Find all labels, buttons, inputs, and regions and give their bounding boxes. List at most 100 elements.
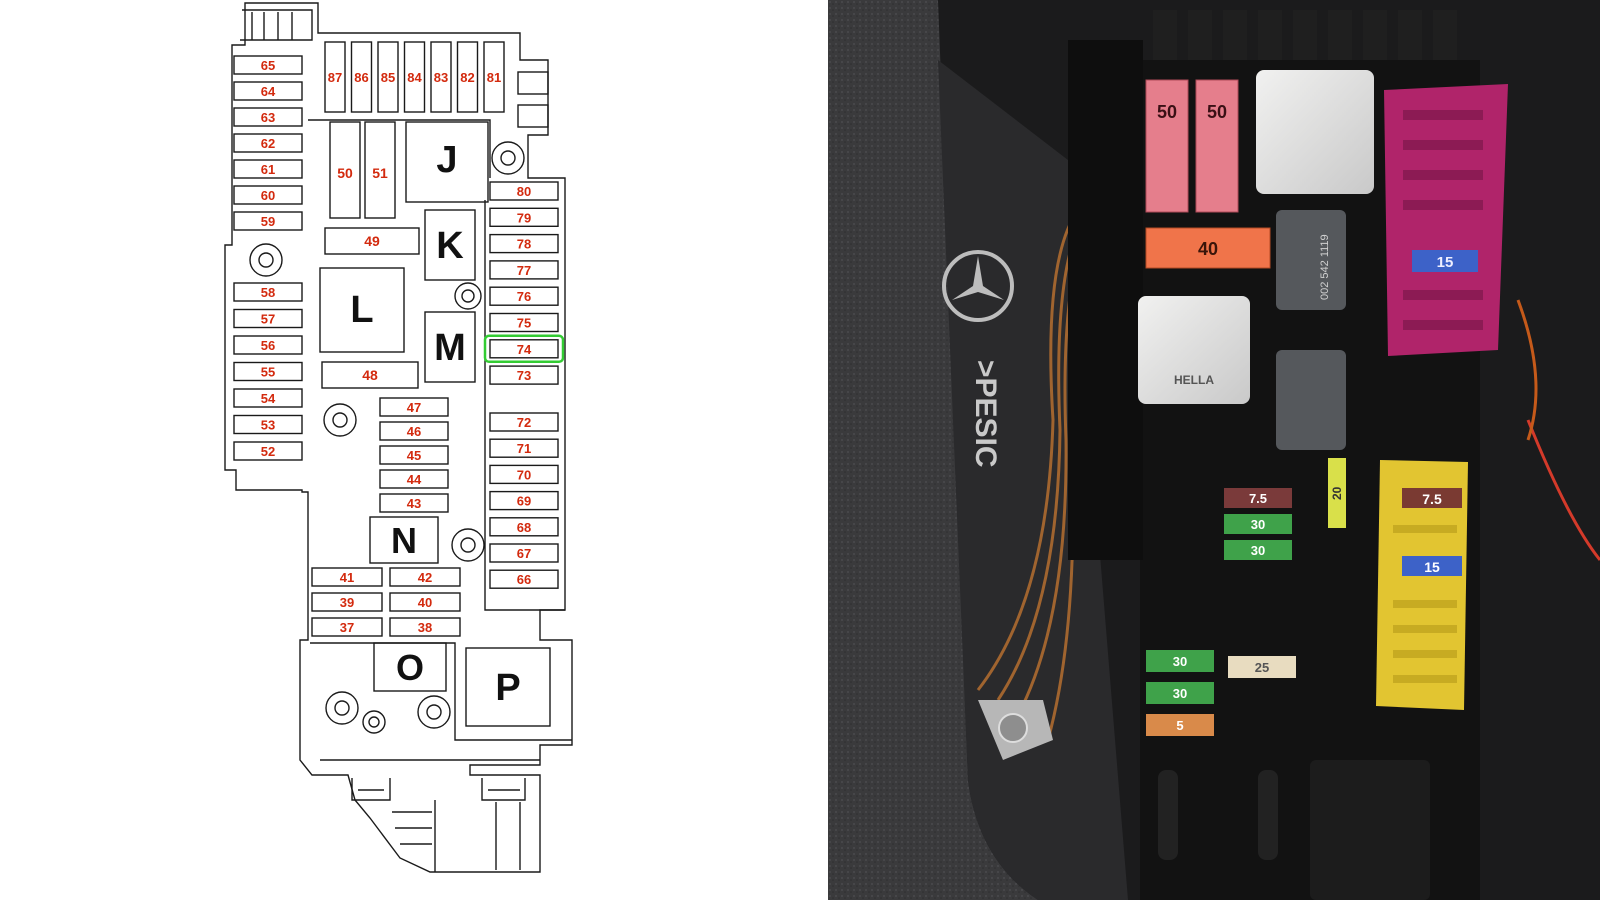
fuse-box-63[interactable] [233, 107, 303, 127]
fuse-box-66[interactable] [489, 569, 559, 589]
fuse-label-70: 70 [517, 467, 531, 482]
lower-fuse-tan[interactable] [1228, 656, 1296, 678]
fuse-label-74: 74 [517, 342, 532, 357]
fuse-box-86[interactable] [350, 41, 373, 113]
purple-block-fuse-label: 15 [1437, 254, 1454, 271]
purple-block-fuse[interactable] [1412, 250, 1478, 272]
fuse-box-74[interactable] [489, 339, 559, 359]
fuse-box-48[interactable] [321, 361, 419, 389]
fuse-box-73[interactable] [489, 365, 559, 385]
maxi-fuse-right[interactable] [1195, 79, 1239, 213]
fuse-box-49[interactable] [324, 227, 420, 255]
fuse-label-72: 72 [517, 415, 531, 430]
housing-tab-2 [517, 104, 549, 128]
relay-label-m: M [434, 327, 466, 369]
orange-maxi-fuse[interactable] [1145, 227, 1271, 269]
row-fuse-green-a[interactable] [1224, 514, 1292, 534]
fuse-box-64[interactable] [233, 81, 303, 101]
relay-grey-top[interactable] [1276, 210, 1346, 310]
fuse-box-39[interactable] [311, 592, 383, 612]
carpet-text: >PESIC [969, 360, 1002, 468]
yellow-block-fuse-mid[interactable] [1402, 556, 1462, 576]
small-yellow-fuse-label: 20 [1330, 486, 1344, 500]
lower-fuse-green-a[interactable] [1146, 650, 1214, 672]
yellow-fuse-block[interactable] [1376, 460, 1468, 710]
lower-fuse-group: 30 30 5 25 [1146, 650, 1296, 736]
fuse-box-37[interactable] [311, 617, 383, 637]
relay-label-o: O [396, 647, 424, 688]
fuse-label-37: 37 [340, 620, 354, 635]
relay-j[interactable] [405, 121, 489, 203]
fuse-box-55[interactable] [233, 361, 303, 382]
fuse-box-72[interactable] [489, 412, 559, 432]
maxi-fuse-left[interactable] [1145, 79, 1189, 213]
fuse-box-85[interactable] [377, 41, 399, 113]
relay-white-top[interactable] [1256, 70, 1374, 194]
fuse-box-41[interactable] [311, 567, 383, 587]
fuse-box-69[interactable] [489, 490, 559, 511]
fuse-box-71[interactable] [489, 438, 559, 458]
fuse-box-52[interactable] [233, 441, 303, 461]
fuse-box-46[interactable] [379, 421, 449, 441]
fuse-box-38[interactable] [389, 617, 461, 637]
fuse-box-87[interactable] [324, 41, 346, 113]
fuse-box-67[interactable] [489, 543, 559, 563]
fuse-box-75[interactable] [489, 312, 559, 333]
small-yellow-fuse[interactable] [1328, 458, 1346, 528]
relay-l[interactable] [319, 267, 405, 353]
fuse-box-58[interactable] [233, 282, 303, 302]
fuse-box-51[interactable] [364, 121, 396, 219]
fuse-box-photo: >PESIC 50 50 40 HELLA 002 542 1119 [828, 0, 1600, 900]
orange-maxi-fuse-label: 40 [1198, 239, 1218, 259]
relay-k[interactable] [424, 209, 476, 281]
row-fuse-green-b[interactable] [1224, 540, 1292, 560]
connector-right [481, 778, 526, 801]
fuse-box-76[interactable] [489, 286, 559, 306]
red-wire [1526, 419, 1600, 561]
fuse-box-60[interactable] [233, 185, 303, 205]
fuse-box-62[interactable] [233, 133, 303, 153]
relay-n[interactable] [369, 516, 439, 564]
fuse-box-40[interactable] [389, 592, 461, 612]
fuse-box-68[interactable] [489, 517, 559, 537]
relay-o[interactable] [373, 642, 447, 692]
yellow-block-fuse-top[interactable] [1402, 488, 1462, 508]
fuse-box-79[interactable] [489, 207, 559, 228]
relay-white-mid[interactable] [1138, 296, 1250, 404]
fuse-box-44[interactable] [379, 469, 449, 489]
fuse-box-77[interactable] [489, 260, 559, 280]
fuse-box-57[interactable] [233, 308, 303, 329]
maxi-fuses: 50 50 [1145, 79, 1239, 213]
lower-fuse-orange[interactable] [1146, 714, 1214, 736]
fuse-box-84[interactable] [403, 41, 426, 113]
fuse-box-82[interactable] [456, 41, 479, 113]
row-fuse-brown[interactable] [1224, 488, 1292, 508]
fuse-box-42[interactable] [389, 567, 461, 587]
fuse-box-80[interactable] [489, 181, 559, 201]
fuse-box-45[interactable] [379, 445, 449, 465]
fuse-box-65[interactable] [233, 55, 303, 75]
relay-label-n: N [391, 520, 417, 561]
fuse-box-50[interactable] [329, 121, 361, 219]
fuse-box-83[interactable] [430, 41, 452, 113]
lower-fuse-green-b[interactable] [1146, 682, 1214, 704]
fuse-box-47[interactable] [379, 397, 449, 417]
purple-fuse-block[interactable] [1384, 84, 1508, 356]
fuse-box-54[interactable] [233, 388, 303, 408]
fuse-box-53[interactable] [233, 414, 303, 435]
relay-m[interactable] [424, 311, 476, 383]
relay-grey-bottom[interactable] [1276, 350, 1346, 450]
fuse-box-70[interactable] [489, 464, 559, 485]
fuse-box-81[interactable] [483, 41, 505, 113]
fuse-box-78[interactable] [489, 233, 559, 254]
fuse-box-61[interactable] [233, 159, 303, 179]
wire-harness-channel [1068, 40, 1143, 560]
fuse-box-56[interactable] [233, 335, 303, 355]
relay-p[interactable] [465, 647, 551, 727]
fuse-box-59[interactable] [233, 211, 303, 231]
fuse-label-65: 65 [261, 58, 275, 73]
fuse-box-43[interactable] [379, 493, 449, 513]
housing-top-ribs [251, 12, 293, 40]
